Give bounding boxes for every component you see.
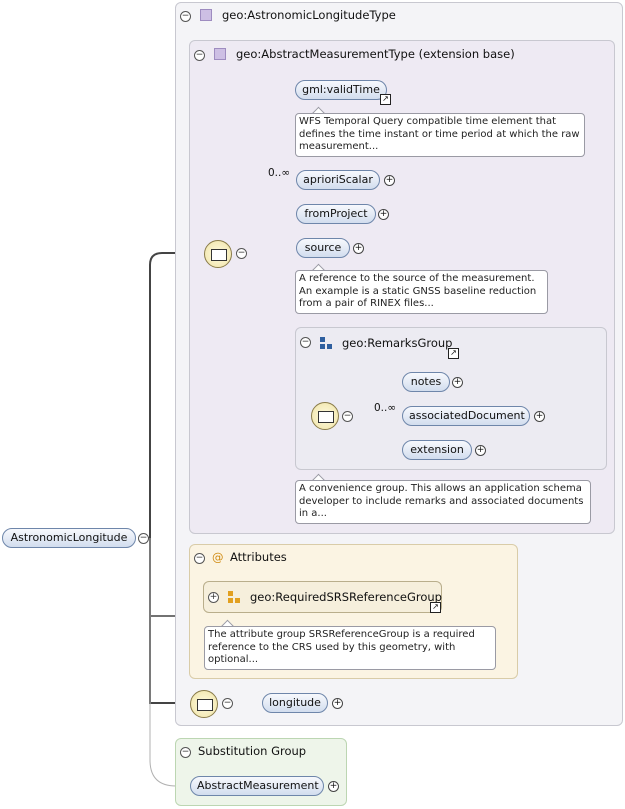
source-annotation: A reference to the source of the measure… [295,270,548,314]
substitution-group-title: Substitution Group [198,744,307,758]
remarks-group-annotation: A convenience group. This allows an appl… [295,480,591,524]
from-project-expand[interactable]: + [378,209,389,220]
element-associated-document[interactable]: associatedDocument [402,406,530,426]
complex-type-icon [214,48,226,60]
root-collapse-toggle[interactable]: − [138,533,149,544]
sequence-compositor-longitude[interactable] [190,690,218,718]
attribute-group-annotation: The attribute group SRSReferenceGroup is… [204,626,496,670]
valid-time-link-icon[interactable]: ↗ [380,94,391,105]
attribute-group-box[interactable]: + geo:RequiredSRSReferenceGroup ↗ [203,581,442,613]
apriori-scalar-multiplicity: 0..∞ [268,167,291,179]
apriori-scalar-expand[interactable]: + [384,175,395,186]
source-expand[interactable]: + [353,243,364,254]
element-extension[interactable]: extension [402,440,472,460]
root-element-astronomic-longitude[interactable]: AstronomicLongitude [2,528,136,548]
element-valid-time[interactable]: gml:validTime [295,80,387,100]
complex-type-icon [200,9,212,21]
associated-document-multiplicity: 0..∞ [374,402,397,414]
abstract-measurement-expand[interactable]: + [328,781,339,792]
remarks-group-link-icon[interactable]: ↗ [448,348,459,359]
element-source[interactable]: source [296,238,350,258]
attributes-title: Attributes [230,550,287,564]
sequence-main-collapse-toggle[interactable]: − [236,248,247,259]
sequence-compositor-remarks[interactable] [311,402,339,430]
extension-box-collapse-toggle[interactable]: − [194,50,205,61]
attribute-group-link-icon[interactable]: ↗ [430,602,441,613]
sequence-longitude-collapse-toggle[interactable]: − [222,698,233,709]
attribute-group-label: geo:RequiredSRSReferenceGroup [250,590,442,604]
attribute-group-icon [228,591,240,603]
element-from-project[interactable]: fromProject [296,204,376,224]
remarks-group-collapse-toggle[interactable]: − [300,337,311,348]
sequence-icon [197,699,213,711]
sequence-remarks-collapse-toggle[interactable]: − [342,411,353,422]
notes-expand[interactable]: + [452,377,463,388]
attribute-group-expand-toggle[interactable]: + [208,592,219,603]
element-abstract-measurement[interactable]: AbstractMeasurement [190,776,324,796]
substitution-collapse-toggle[interactable]: − [180,747,191,758]
longitude-expand[interactable]: + [332,698,343,709]
element-notes[interactable]: notes [402,372,450,392]
attributes-marker-icon: @ [212,550,224,564]
associated-document-expand[interactable]: + [534,411,545,422]
element-longitude[interactable]: longitude [262,693,328,713]
type-box-title: geo:AstronomicLongitudeType [222,8,396,22]
type-box-collapse-toggle[interactable]: − [180,11,191,22]
valid-time-annotation: WFS Temporal Query compatible time eleme… [295,113,585,157]
element-apriori-scalar[interactable]: aprioriScalar [296,170,380,190]
remarks-group-title: geo:RemarksGroup [342,336,453,350]
sequence-icon [211,249,227,261]
sequence-compositor-main[interactable] [204,240,232,268]
attributes-collapse-toggle[interactable]: − [194,553,205,564]
remarks-group-box: − geo:RemarksGroup ↗ [295,327,607,470]
extension-box-title: geo:AbstractMeasurementType (extension b… [236,47,515,61]
extension-expand[interactable]: + [475,445,486,456]
sequence-icon [318,411,334,423]
group-icon [320,337,332,349]
